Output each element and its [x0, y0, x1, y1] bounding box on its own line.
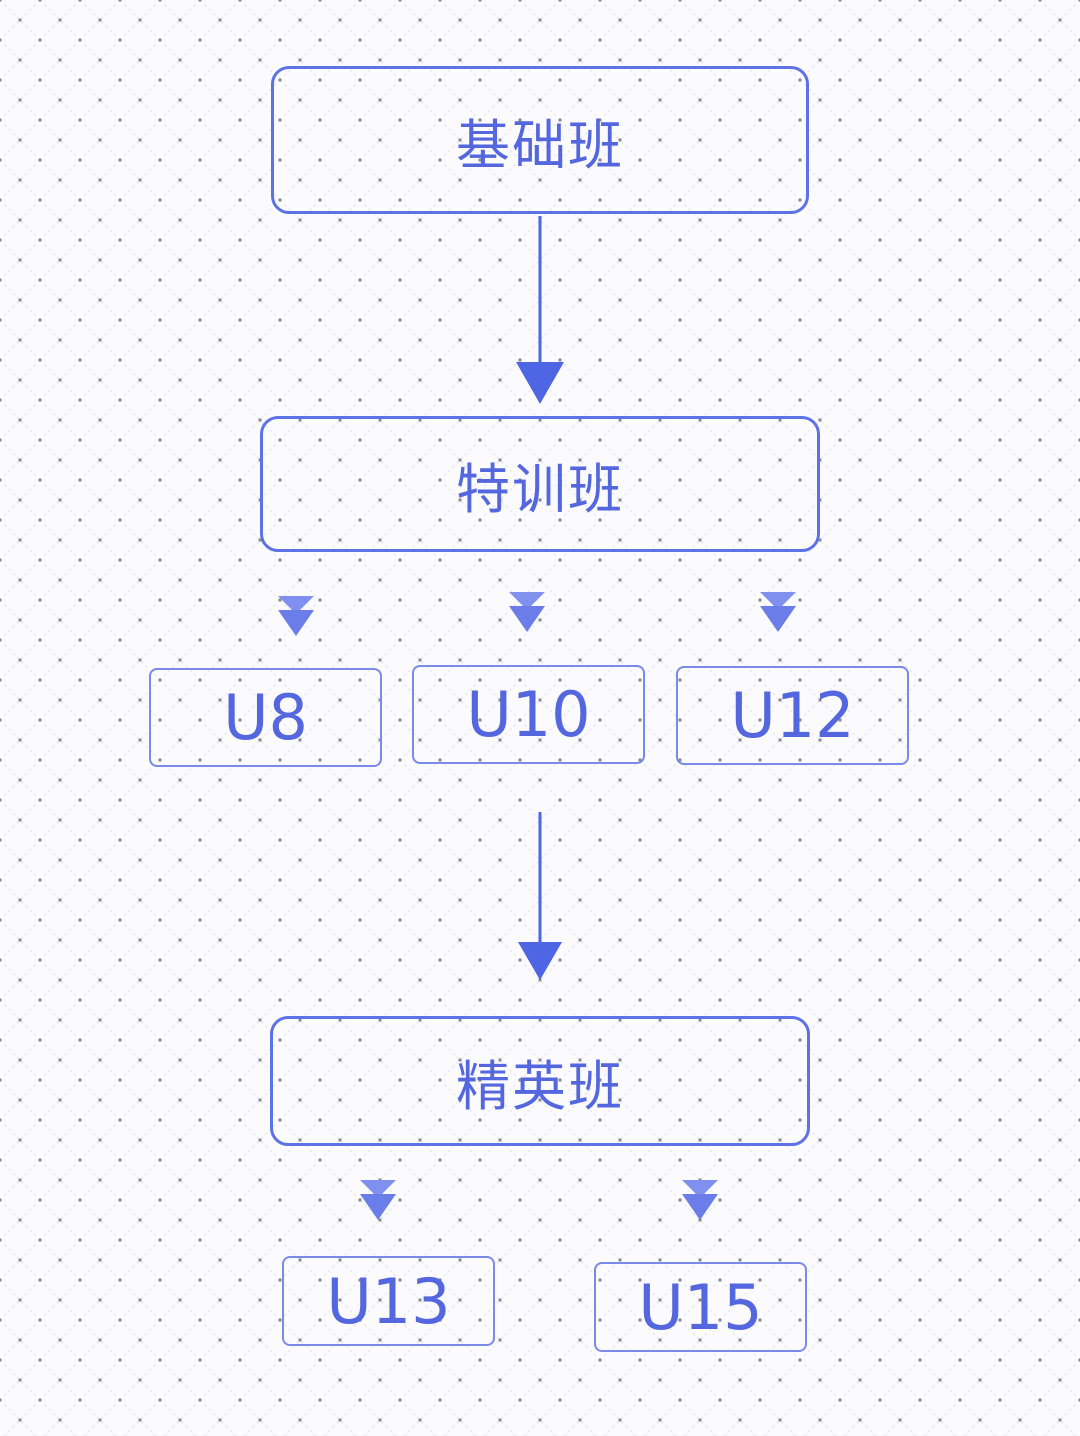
chevron-down-icon: [682, 1180, 718, 1220]
node-elite-class: 精英班: [270, 1016, 810, 1146]
node-u10: U10: [412, 665, 645, 764]
node-label: U15: [638, 1270, 763, 1344]
chevron-down-icon: [760, 592, 796, 632]
node-u12: U12: [676, 666, 909, 765]
arrow-training-to-elite: [518, 812, 562, 980]
node-basic-class: 基础班: [271, 66, 809, 214]
chevron-down-icon: [509, 592, 545, 632]
chevron-down-icon: [360, 1180, 396, 1220]
node-training-class: 特训班: [260, 416, 820, 552]
node-u13: U13: [282, 1256, 495, 1346]
arrow-basic-to-training: [516, 216, 564, 404]
node-label: U10: [466, 678, 591, 751]
node-label: 精英班: [456, 1054, 624, 1118]
node-u8: U8: [149, 668, 382, 767]
chevron-down-icon: [278, 596, 314, 636]
node-label: U8: [223, 681, 308, 754]
node-label: U12: [730, 679, 855, 752]
node-label: 基础班: [456, 113, 624, 177]
node-label: U13: [326, 1264, 451, 1338]
node-label: 特训班: [456, 457, 624, 521]
node-u15: U15: [594, 1262, 807, 1352]
